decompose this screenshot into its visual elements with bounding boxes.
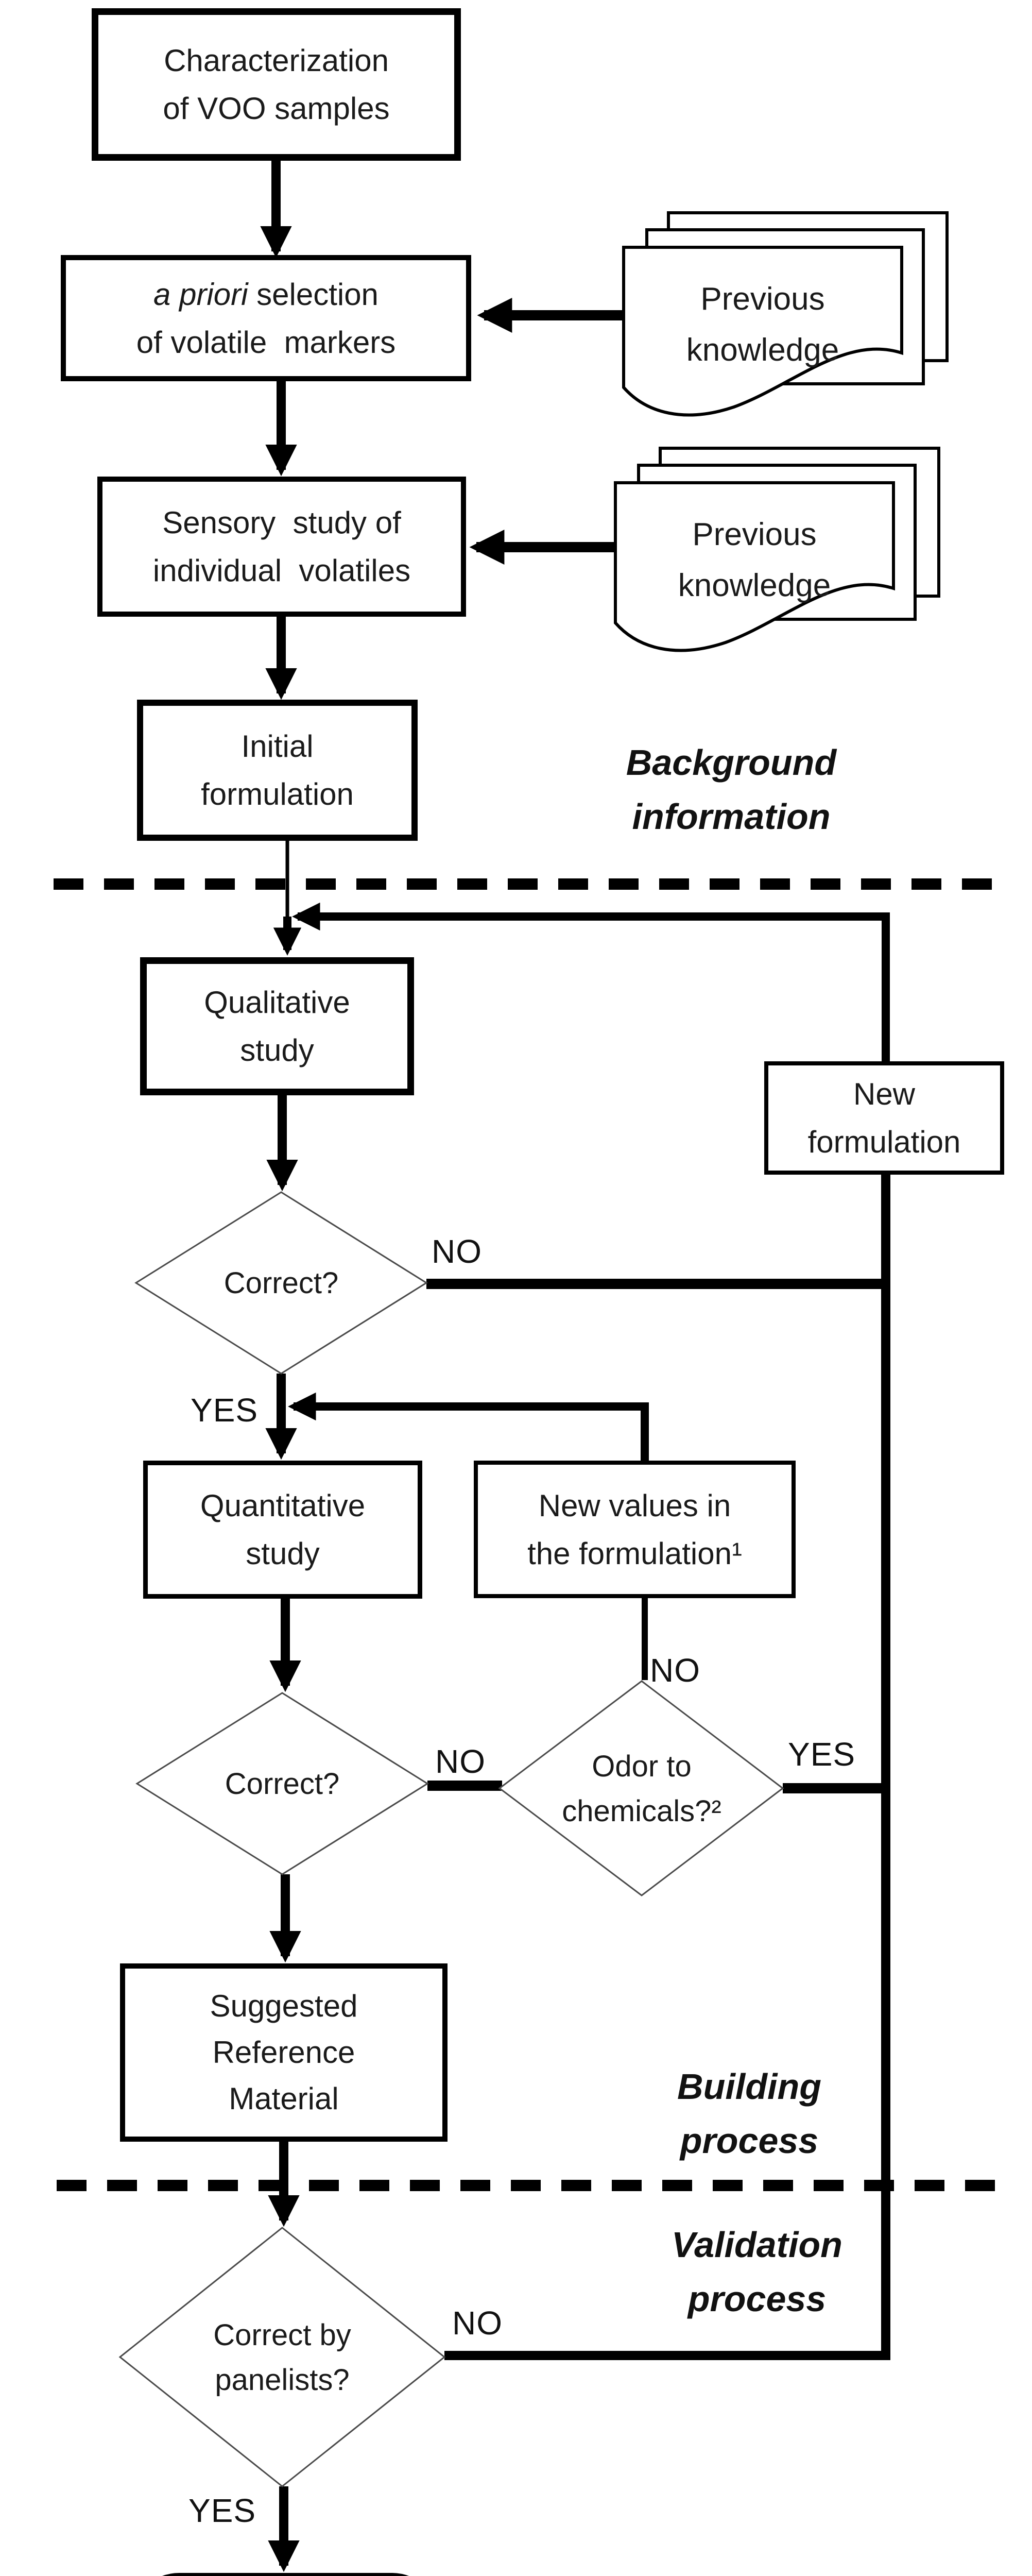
- document-stack-previous-knowledge-2: [614, 447, 940, 652]
- document-text: Previous: [700, 281, 825, 317]
- node-qualitative-study: Qualitative study: [140, 957, 414, 1095]
- diamond-odor-to-chemicals: [498, 1680, 784, 1896]
- node-text: the formulation¹: [527, 1536, 742, 1571]
- node-new-values: New values in the formulation¹: [474, 1461, 796, 1598]
- annotation-validation-process: Validation process: [613, 2218, 901, 2326]
- annotation-text: information: [632, 796, 831, 837]
- node-text-italic: a priori: [153, 277, 248, 312]
- document-page-front: [622, 246, 903, 417]
- node-text: individual volatiles: [152, 553, 411, 588]
- node-text: New: [853, 1077, 916, 1111]
- annotation-text: Background: [626, 742, 837, 783]
- node-initial-formulation: Initial formulation: [137, 700, 418, 841]
- node-suggested-reference-material: Suggested Reference Material: [120, 1963, 448, 2142]
- node-text: of VOO samples: [163, 91, 390, 126]
- node-text: New values in: [538, 1488, 731, 1523]
- arrow-newformulation-feedback: [292, 902, 890, 1062]
- no-label-panelists: NO: [452, 2304, 503, 2342]
- node-apriori-selection: a priori selection of volatile markers: [61, 255, 471, 381]
- node-text: study: [240, 1033, 314, 1067]
- annotation-text: process: [680, 2121, 819, 2161]
- node-text: Quantitative: [200, 1488, 366, 1523]
- annotation-background-information: Background information: [587, 736, 875, 844]
- diamond-correct1: [134, 1191, 428, 1375]
- no-label-correct1: NO: [432, 1233, 482, 1270]
- annotation-building-process: Building process: [605, 2060, 893, 2168]
- node-text: Initial: [241, 729, 314, 764]
- node-text: a priori selection: [153, 270, 379, 318]
- no-label-odor: NO: [650, 1652, 700, 1689]
- document-text: knowledge: [678, 568, 831, 603]
- node-text: Characterization: [164, 43, 389, 78]
- document-page-front: [614, 481, 895, 652]
- node-text: Material: [229, 2081, 339, 2116]
- document-stack-previous-knowledge-1: [622, 211, 949, 417]
- node-quantitative-study: Quantitative study: [143, 1461, 422, 1599]
- node-text: formulation: [201, 777, 354, 811]
- node-new-formulation: New formulation: [764, 1061, 1004, 1175]
- no-label-correct2: NO: [435, 1743, 486, 1780]
- arrow-newvalues-feedback: [288, 1392, 649, 1462]
- node-text: Qualitative: [204, 985, 350, 1020]
- yes-label-odor: YES: [788, 1736, 856, 1773]
- yes-label-panelists: YES: [188, 2492, 256, 2529]
- node-text: Sensory study of: [162, 505, 401, 540]
- node-text: Reference: [212, 2035, 355, 2070]
- node-text: Suggested: [210, 1989, 358, 2023]
- yes-label-correct1: YES: [191, 1392, 259, 1429]
- document-text: knowledge: [686, 332, 839, 368]
- document-label-previous-knowledge-1: Previous knowledge: [624, 265, 902, 384]
- node-text: of volatile markers: [136, 325, 396, 360]
- annotation-text: process: [687, 2279, 827, 2319]
- line-panelists-no-right-rail: [444, 1174, 890, 2360]
- node-reference-material: Reference Material: [130, 2573, 441, 2576]
- node-text: study: [246, 1536, 320, 1571]
- node-text: formulation: [807, 1125, 961, 1159]
- node-characterization: Characterization of VOO samples: [92, 8, 461, 161]
- annotation-text: Building: [677, 2066, 821, 2107]
- document-text: Previous: [692, 516, 817, 552]
- node-sensory-study: Sensory study of individual volatiles: [97, 477, 466, 617]
- document-label-previous-knowledge-2: Previous knowledge: [615, 501, 893, 619]
- diamond-correct2: [135, 1692, 429, 1875]
- node-text-rest: selection: [248, 277, 379, 312]
- diamond-correct-by-panelists: [118, 2227, 446, 2487]
- annotation-text: Validation: [672, 2225, 842, 2265]
